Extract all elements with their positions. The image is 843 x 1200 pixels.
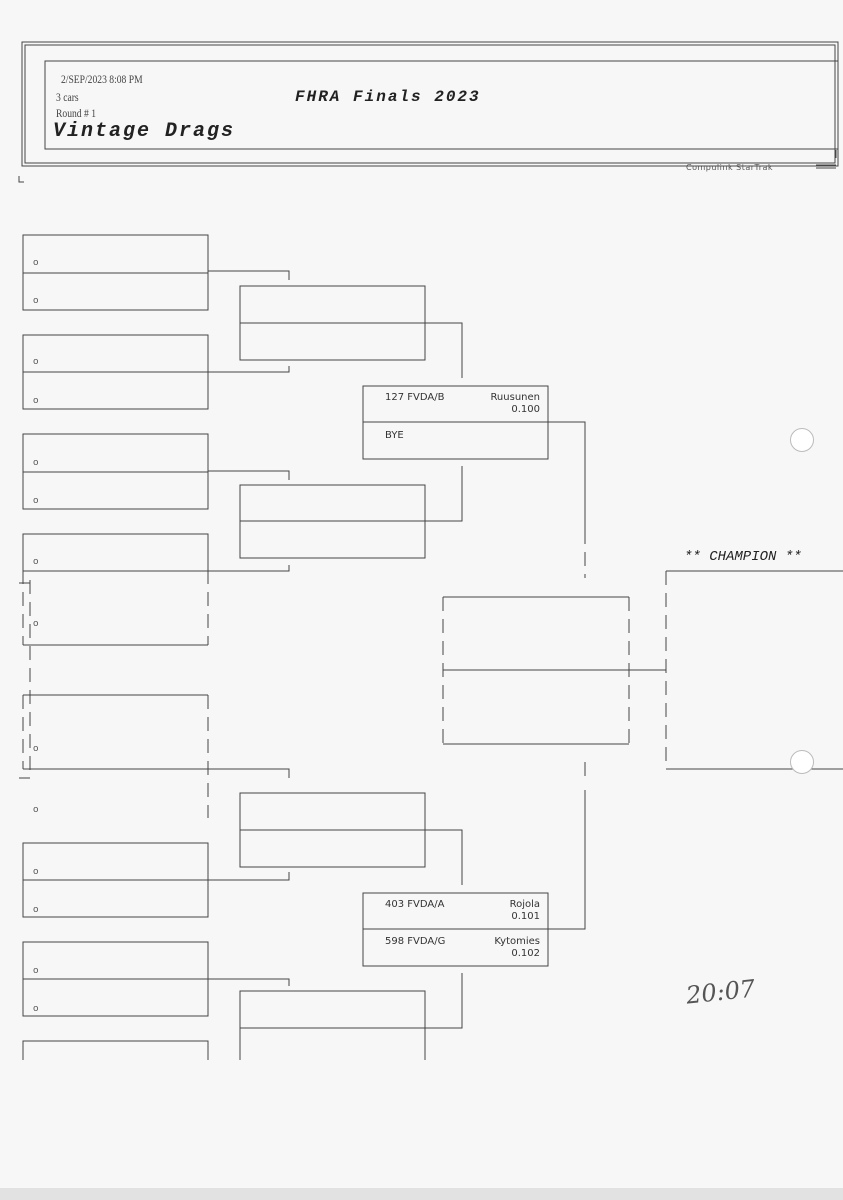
- lane-marker: o: [33, 619, 39, 629]
- lane-marker: o: [33, 905, 39, 915]
- lane-marker: o: [33, 557, 39, 567]
- lane-marker: o: [33, 1004, 39, 1014]
- champion-label: ** CHAMPION **: [684, 549, 802, 565]
- r3-bottom-lane1-time: 0.101: [511, 911, 540, 922]
- car-count: 3 cars: [56, 90, 79, 104]
- lane-marker: o: [33, 744, 39, 754]
- lane-marker: o: [33, 458, 39, 468]
- brand-label: Compulink StarTrak: [686, 163, 774, 172]
- lane-marker: o: [33, 296, 39, 306]
- class-title: Vintage Drags: [53, 120, 236, 143]
- lane-marker: o: [33, 966, 39, 976]
- lane-marker: o: [33, 496, 39, 506]
- r3-top-lane1-time: 0.100: [511, 404, 540, 415]
- lane-marker: o: [33, 258, 39, 268]
- round-number: Round # 1: [56, 106, 97, 120]
- r3-bottom-lane1-driver: Rojola: [509, 899, 540, 910]
- r3-top-lane2-car: BYE: [385, 430, 404, 441]
- lane-marker: o: [33, 805, 39, 815]
- date-time: 2/SEP/2023 8:08 PM: [61, 72, 143, 86]
- lane-marker: o: [33, 396, 39, 406]
- scan-edge: [0, 1188, 843, 1200]
- lane-marker: o: [33, 867, 39, 877]
- r3-bottom-lane2-driver: Kytomies: [494, 936, 540, 947]
- event-title: FHRA Finals 2023: [295, 88, 481, 106]
- r3-bottom-lane1-car: 403 FVDA/A: [385, 899, 445, 910]
- lane-marker: o: [33, 357, 39, 367]
- punch-hole: [790, 428, 814, 452]
- r3-top-lane1-car: 127 FVDA/B: [385, 392, 445, 403]
- punch-hole: [790, 750, 814, 774]
- r3-top-lane1-driver: Ruusunen: [490, 392, 540, 403]
- r3-bottom-lane2-car: 598 FVDA/G: [385, 936, 446, 947]
- r3-bottom-lane2-time: 0.102: [511, 948, 540, 959]
